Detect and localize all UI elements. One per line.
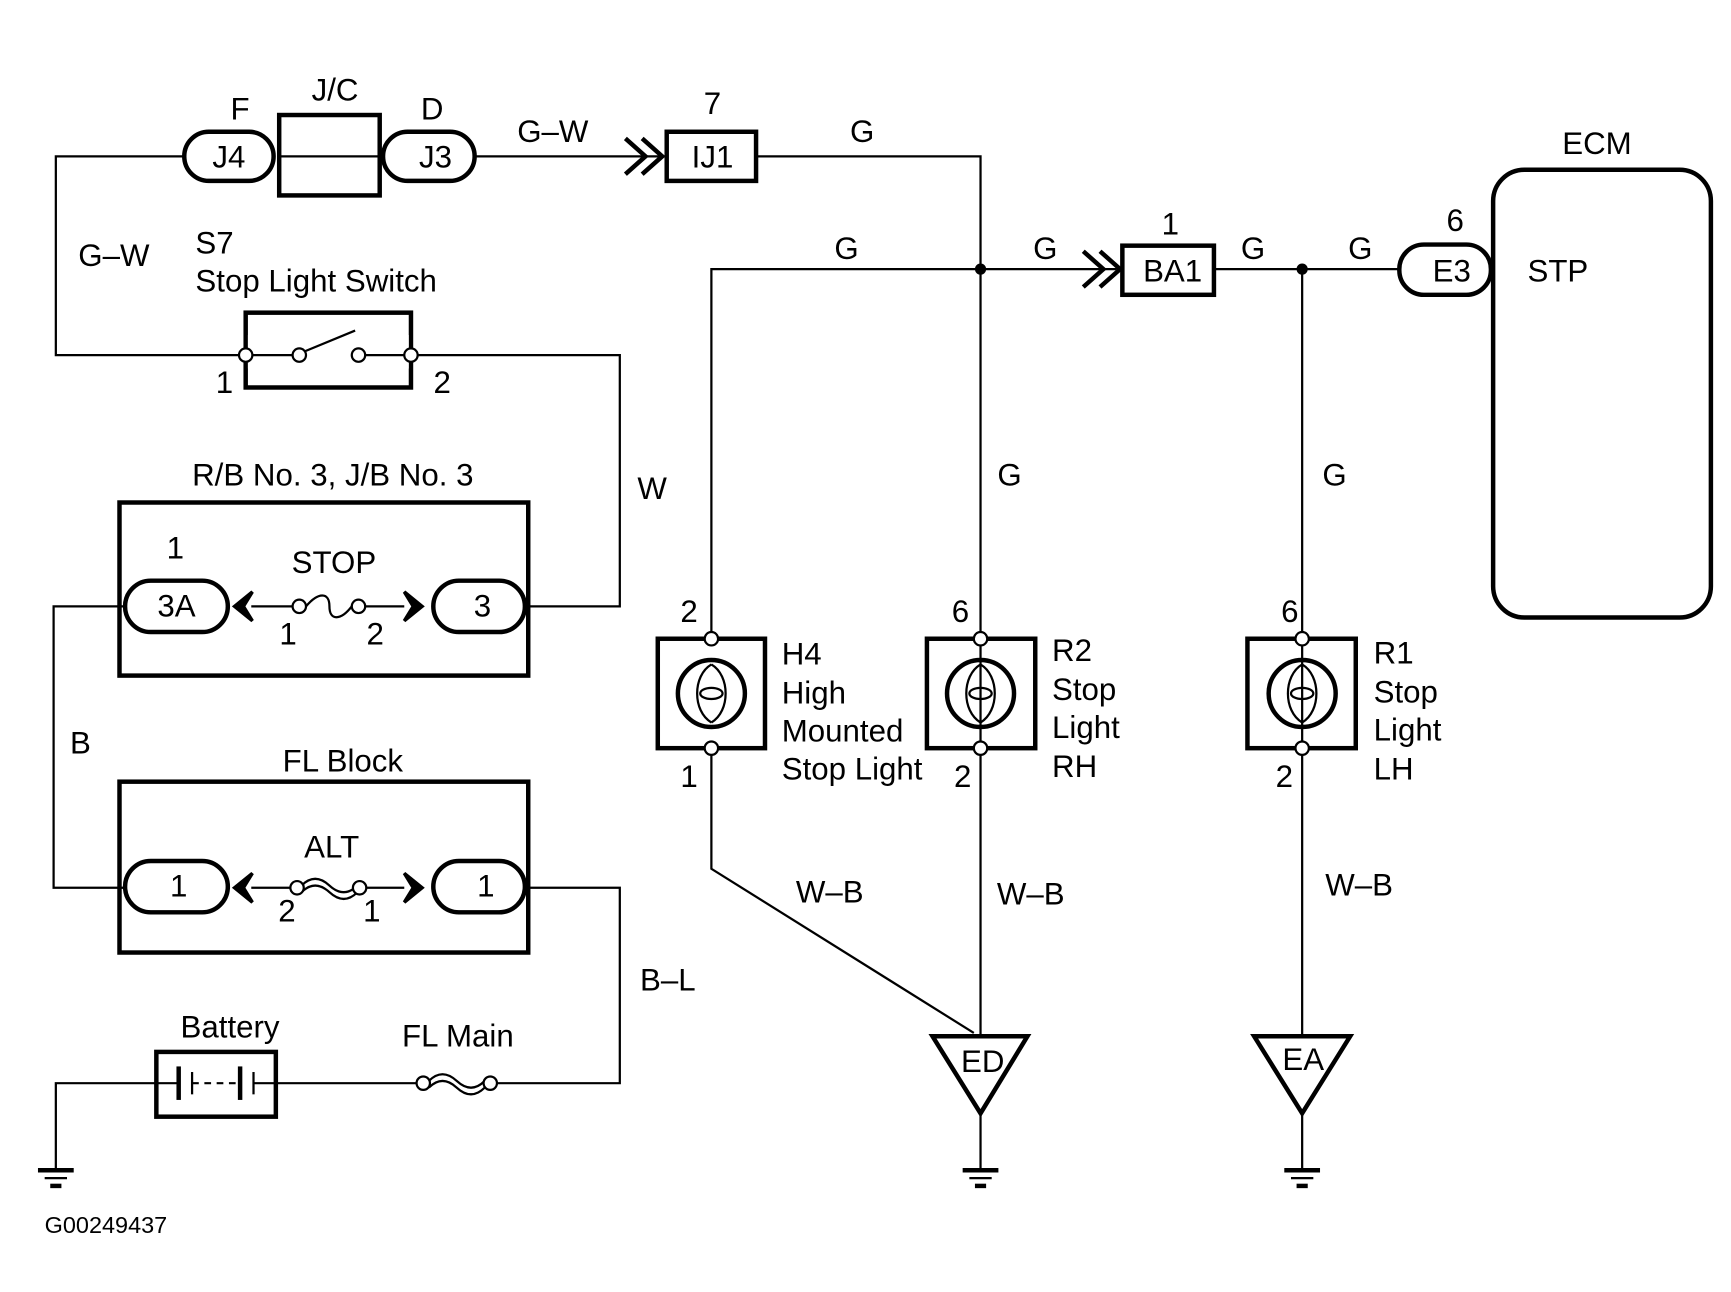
stop-light-switch: G–W S7 Stop Light Switch 1 2 — [78, 225, 451, 400]
connector-label: 3 — [474, 588, 491, 623]
jc-label: J/C — [312, 73, 359, 108]
lamp-r1: 6 2 R1 Stop Light LH — [1245, 594, 1442, 794]
fl-main-fuse: FL Main — [402, 1018, 514, 1096]
ij1-label: IJ1 — [692, 140, 734, 175]
wire-color-label: W–B — [796, 874, 864, 909]
lamp-r2: 6 2 R2 Stop Light RH — [924, 594, 1120, 794]
connector-e3: E3 6 — [1397, 203, 1494, 298]
connector-j4: J4 F — [182, 91, 276, 184]
junction-dot — [974, 263, 987, 275]
lamp-name: LH — [1374, 751, 1414, 786]
switch-code: S7 — [195, 225, 233, 260]
fuse-pin: 1 — [363, 893, 380, 928]
ecm: ECM STP — [1490, 126, 1714, 620]
connector-pin: 1 — [167, 530, 184, 565]
j4-label: J4 — [212, 140, 245, 175]
ecm-title: ECM — [1562, 126, 1631, 161]
ba1-label: BA1 — [1143, 253, 1202, 288]
battery: Battery — [154, 1009, 280, 1119]
lamp-name: Stop Light — [782, 751, 923, 786]
ground-point-ea: EA — [1250, 1034, 1355, 1189]
wire-color-label: G — [997, 458, 1021, 493]
lamp-name: RH — [1052, 749, 1097, 784]
lamp-pin: 6 — [952, 594, 969, 629]
fuse-label: ALT — [304, 830, 359, 865]
connector-j3: J3 D — [380, 91, 477, 184]
lamp-pin: 1 — [680, 759, 697, 794]
wire-color-label: G — [1322, 458, 1346, 493]
wire-color-label: G — [850, 114, 874, 149]
lamp-pin: 2 — [954, 759, 971, 794]
wire-color-label: W–B — [997, 877, 1065, 912]
wire-color-label: W — [637, 471, 667, 506]
fuse-label: STOP — [292, 545, 377, 580]
connector-ij1: IJ1 7 — [623, 86, 759, 184]
wire-color-label: W–B — [1325, 868, 1393, 903]
connector-label: 1 — [477, 869, 494, 904]
wire-color-label: G — [1241, 231, 1265, 266]
lamp-pin: 2 — [680, 594, 697, 629]
relay-block: R/B No. 3, J/B No. 3 3A 1 3 STOP 1 2 — [117, 458, 531, 678]
e3-label: E3 — [1433, 253, 1471, 288]
junction-connector: J/C — [276, 73, 382, 198]
fuse-pin: 2 — [278, 893, 295, 928]
wire-color-label: G–W — [78, 238, 150, 273]
lamp-code: H4 — [782, 636, 822, 671]
lamp-name: High — [782, 676, 846, 711]
wire-color-label: G — [1348, 231, 1372, 266]
connector-label: 1 — [170, 869, 187, 904]
ecm-terminal: STP — [1528, 253, 1589, 288]
ground-label: EA — [1282, 1042, 1324, 1077]
lamp-name: Stop — [1052, 672, 1116, 707]
connector-label: 3A — [157, 588, 195, 623]
wire-color-label: G — [1033, 231, 1057, 266]
lamp-h4: 2 1 H4 High Mounted Stop Light — [655, 594, 923, 794]
lamp-code: R1 — [1374, 635, 1414, 670]
wire-color-label: B–L — [640, 962, 696, 997]
lamp-pin: 2 — [1276, 759, 1293, 794]
wire-color-label: G–W — [517, 114, 589, 149]
j4-pin: F — [231, 91, 250, 126]
relay-block-title: R/B No. 3, J/B No. 3 — [192, 458, 473, 493]
connector-ba1: BA1 1 — [1081, 207, 1217, 298]
lamp-name: Light — [1374, 712, 1442, 747]
fl-block: FL Block 1 1 ALT 2 1 — [117, 744, 531, 955]
ground-point-ed: ED — [928, 1034, 1032, 1189]
lamp-name: Light — [1052, 710, 1120, 745]
wire-color-label: G — [834, 231, 858, 266]
j3-label: J3 — [419, 140, 452, 175]
e3-pin: 6 — [1446, 203, 1463, 238]
ba1-pin: 1 — [1162, 207, 1179, 242]
fuse-pin: 2 — [367, 616, 384, 651]
lamp-pin: 6 — [1281, 594, 1298, 629]
switch-name: Stop Light Switch — [195, 263, 436, 298]
wire-color-label: B — [70, 726, 91, 761]
ij1-pin: 7 — [704, 86, 721, 121]
diagram-id: G00249437 — [45, 1212, 168, 1238]
fl-main-label: FL Main — [402, 1018, 514, 1053]
fuse-pin: 1 — [279, 616, 296, 651]
switch-pin: 2 — [434, 365, 451, 400]
lamp-name: Stop — [1374, 674, 1438, 709]
battery-label: Battery — [181, 1009, 280, 1044]
lamp-code: R2 — [1052, 633, 1092, 668]
lamp-name: Mounted — [782, 713, 904, 748]
j3-pin: D — [421, 91, 444, 126]
junction-dot — [1296, 263, 1308, 275]
fl-block-title: FL Block — [283, 744, 404, 779]
switch-pin: 1 — [216, 365, 233, 400]
ground-symbol-battery — [37, 1168, 74, 1189]
wires — [52, 155, 1400, 1171]
ground-label: ED — [961, 1044, 1004, 1079]
